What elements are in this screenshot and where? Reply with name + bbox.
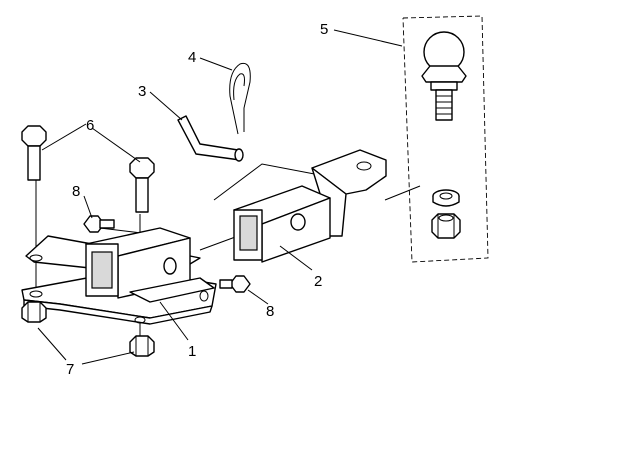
flange-nut-left xyxy=(21,301,47,323)
hitch-pin xyxy=(177,115,244,162)
receiver-bracket xyxy=(21,227,217,325)
ball-kit-enclosure xyxy=(402,15,489,263)
callout-8-upper: 8 xyxy=(72,183,80,200)
carriage-bolt-upper xyxy=(83,215,115,233)
callout-4: 4 xyxy=(188,49,196,66)
callout-5: 5 xyxy=(320,21,328,38)
callout-6: 6 xyxy=(86,117,94,134)
callout-7: 7 xyxy=(66,361,74,378)
callout-2: 2 xyxy=(314,273,322,290)
bolt-left xyxy=(21,125,47,181)
leader-lines xyxy=(37,29,403,365)
callout-1: 1 xyxy=(188,343,196,360)
hex-nut xyxy=(431,213,461,239)
carriage-bolt-lower xyxy=(219,275,251,293)
callout-8-lower: 8 xyxy=(266,303,274,320)
lock-washer xyxy=(432,189,460,207)
drawbar xyxy=(233,149,387,263)
bolt-middle xyxy=(129,157,155,213)
flange-nut-right xyxy=(129,335,155,357)
hitch-ball xyxy=(421,31,467,121)
callout-3: 3 xyxy=(138,83,146,100)
hitch-pin-clip xyxy=(229,62,251,135)
